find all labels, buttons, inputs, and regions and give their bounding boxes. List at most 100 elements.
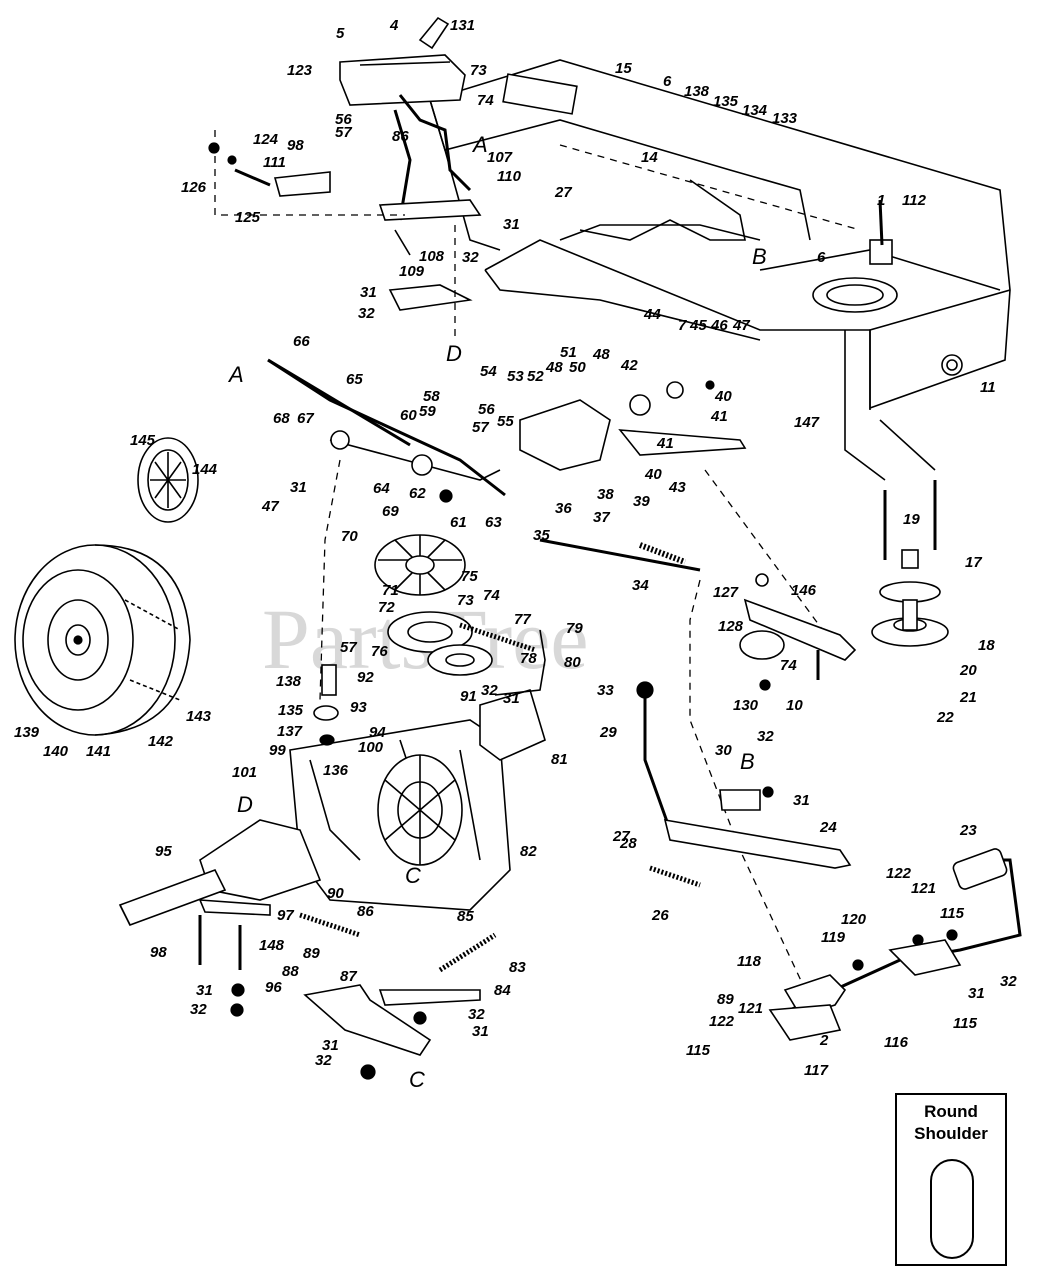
part-label-32h: 32 [1000,973,1017,990]
part-label-96: 96 [265,979,282,996]
part-label-115c: 115 [953,1015,978,1032]
part-label-145: 145 [130,432,156,449]
part-label-72: 72 [378,599,395,616]
part-label-6: 6 [663,73,672,90]
part-label-5: 5 [336,25,345,42]
part-label-121: 121 [911,880,936,897]
part-label-45: 45 [689,317,707,334]
part-label-84: 84 [494,982,511,999]
part-label-134: 134 [742,102,768,119]
brake-pedal-linkage [636,681,1022,1041]
part-label-32b: 32 [358,305,375,322]
part-label-76: 76 [371,643,388,660]
part-label-136: 136 [323,762,349,779]
part-label-111: 111 [263,154,286,171]
part-label-47b: 47 [261,498,279,515]
part-label-22: 22 [936,709,954,726]
part-label-41a: 41 [710,408,728,425]
part-label-28: 28 [619,835,637,852]
part-label-117: 117 [804,1062,829,1079]
part-label-137: 137 [277,723,303,740]
part-label-53: 53 [507,368,524,385]
part-label-40a: 40 [714,388,732,405]
part-label-40b: 40 [644,466,662,483]
part-label-147: 147 [794,414,820,431]
part-label-140: 140 [43,743,69,760]
part-label-112: 112 [902,192,927,209]
section-letter-c-bottom: C [409,1067,425,1092]
part-label-93: 93 [350,699,367,716]
part-label-138: 138 [684,83,710,100]
control-linkage [267,358,831,1001]
part-label-31c: 31 [290,479,307,496]
part-label-85: 85 [457,908,474,925]
part-label-31h: 31 [322,1037,339,1054]
part-label-119: 119 [821,929,846,946]
legend-title-line1: Round [924,1102,978,1121]
part-label-75: 75 [461,568,478,585]
part-label-146: 146 [791,582,817,599]
part-label-31e: 31 [793,792,810,809]
part-label-47: 47 [732,317,750,334]
part-label-115a: 115 [686,1042,711,1059]
part-label-127: 127 [713,584,739,601]
part-label-32d: 32 [757,728,774,745]
section-letter-b-top: B [752,244,767,269]
part-label-44: 44 [643,306,661,323]
part-label-32g: 32 [315,1052,332,1069]
part-label-42: 42 [620,357,638,374]
part-label-99: 99 [269,742,286,759]
part-label-97: 97 [277,907,294,924]
part-label-135: 135 [713,93,739,110]
part-label-18: 18 [978,637,995,654]
part-label-139: 139 [14,724,40,741]
part-label-17: 17 [965,554,982,571]
part-label-70: 70 [341,528,358,545]
part-label-66: 66 [293,333,310,350]
part-label-19: 19 [903,511,920,528]
transaxle-assembly [118,534,546,1080]
part-label-91: 91 [460,688,477,705]
part-label-123: 123 [287,62,313,79]
part-label-35: 35 [533,527,550,544]
part-label-107: 107 [487,149,513,166]
part-number-labels: 1 2 4 5 6 6 7 10 11 14 15 17 18 19 20 21… [14,17,1017,1079]
part-label-78: 78 [520,650,537,667]
part-label-43: 43 [668,479,686,496]
part-label-124: 124 [253,131,279,148]
part-label-108: 108 [419,248,445,265]
part-label-36: 36 [555,500,572,517]
part-label-61: 61 [450,514,467,531]
part-label-87: 87 [340,968,357,985]
section-letter-a-top: A [471,132,488,157]
part-label-30: 30 [715,742,732,759]
part-label-56b: 56 [478,401,495,418]
part-label-74b: 74 [483,587,500,604]
part-label-122: 122 [886,865,912,882]
drive-pulleys [739,330,949,691]
part-label-46: 46 [710,317,728,334]
part-label-118: 118 [737,953,762,970]
part-label-138b: 138 [276,673,302,690]
part-label-141: 141 [86,743,111,760]
part-label-63: 63 [485,514,502,531]
part-label-73b: 73 [457,592,474,609]
part-label-54: 54 [480,363,497,380]
part-label-92: 92 [357,669,374,686]
part-label-39: 39 [633,493,650,510]
part-label-74: 74 [477,92,494,109]
part-label-32c: 32 [481,682,498,699]
part-label-6b: 6 [817,249,826,266]
part-label-55: 55 [497,413,514,430]
part-label-86: 86 [392,128,409,145]
section-letters: A A B B C C D D [227,132,767,1092]
part-label-33: 33 [597,682,614,699]
section-letter-c-mid: C [405,863,421,888]
part-label-122b: 122 [709,1013,735,1030]
part-label-34: 34 [632,577,649,594]
part-label-57b: 57 [472,419,489,436]
part-label-110: 110 [497,168,522,185]
part-label-31i: 31 [968,985,985,1002]
part-label-23: 23 [959,822,977,839]
part-label-24: 24 [819,819,837,836]
